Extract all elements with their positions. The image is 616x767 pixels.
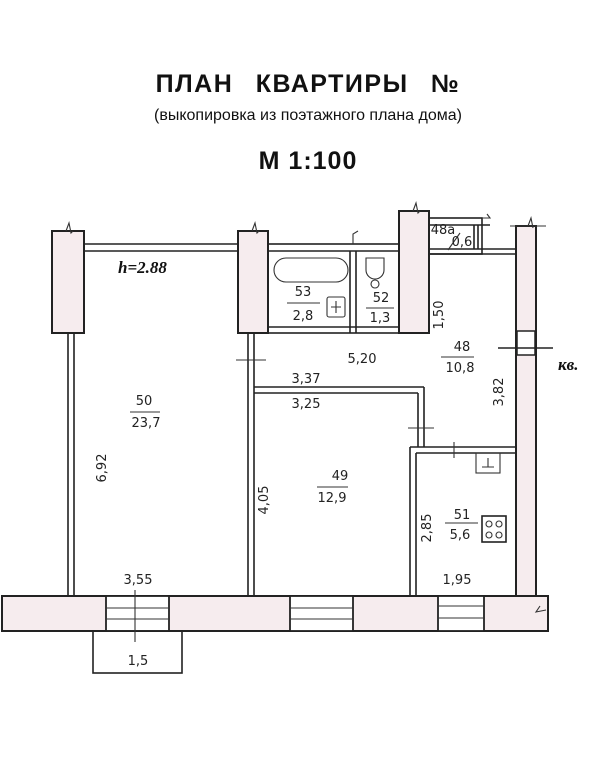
svg-text:49: 49 bbox=[332, 469, 349, 484]
dim-hall-length: 5,20 bbox=[348, 352, 377, 367]
dim-room49-width: 3,25 bbox=[292, 397, 321, 412]
entrance-door bbox=[516, 330, 536, 356]
sink-icon bbox=[326, 296, 346, 318]
room-51-label: 51 5,6 bbox=[445, 508, 478, 543]
dim-hall-width-top: 3,37 bbox=[292, 372, 321, 387]
break-mark-icon bbox=[412, 201, 421, 215]
svg-text:48: 48 bbox=[454, 340, 471, 355]
room-48-label: 48 10,8 bbox=[441, 340, 474, 376]
svg-text:52: 52 bbox=[373, 291, 390, 306]
room-53-label: 53 2,8 bbox=[287, 285, 320, 324]
room-50-label: 50 23,7 bbox=[130, 394, 160, 431]
window-room49 bbox=[289, 595, 354, 632]
dim-room49-height: 4,05 bbox=[257, 486, 272, 515]
svg-text:48а: 48а bbox=[431, 223, 456, 238]
dim-kitchen-height: 2,85 bbox=[420, 514, 435, 543]
window-room50 bbox=[105, 595, 170, 632]
room-49-label: 49 12,9 bbox=[317, 469, 348, 506]
balcony bbox=[92, 630, 183, 674]
window-kitchen bbox=[437, 595, 485, 632]
wall-pier-bath bbox=[398, 210, 430, 334]
svg-text:10,8: 10,8 bbox=[446, 361, 475, 376]
exterior-wall-bottom bbox=[1, 595, 549, 632]
svg-text:5,6: 5,6 bbox=[450, 528, 471, 543]
svg-text:12,9: 12,9 bbox=[318, 491, 347, 506]
wall-right bbox=[515, 225, 537, 597]
apartment-marker: кв. bbox=[558, 355, 578, 374]
dim-hall-right: 3,82 bbox=[492, 378, 507, 407]
dim-balcony-width: 1,5 bbox=[128, 654, 149, 669]
plan-title: ПЛАН КВАРТИРЫ № bbox=[155, 70, 461, 98]
plan-subtitle: (выкопировка из поэтажного плана дома) bbox=[154, 107, 462, 124]
dim-room50-width: 3,55 bbox=[124, 573, 153, 588]
plan-scale: М 1:100 bbox=[258, 147, 358, 175]
break-mark-icon bbox=[510, 216, 546, 229]
svg-text:23,7: 23,7 bbox=[132, 416, 161, 431]
dim-room50-height: 6,92 bbox=[95, 454, 110, 483]
break-mark-icon bbox=[65, 221, 74, 235]
wall-pier-left bbox=[51, 230, 85, 334]
svg-text:1,3: 1,3 bbox=[370, 311, 391, 326]
bathtub-icon bbox=[273, 257, 349, 283]
break-mark-icon bbox=[251, 221, 260, 235]
room-48a-label: 48а 0,6 bbox=[431, 223, 473, 250]
top-partition bbox=[84, 243, 238, 252]
svg-text:0,6: 0,6 bbox=[452, 235, 473, 250]
svg-text:51: 51 bbox=[454, 508, 471, 523]
svg-text:2,8: 2,8 bbox=[293, 309, 314, 324]
toilet-icon bbox=[365, 257, 385, 280]
svg-text:50: 50 bbox=[136, 394, 153, 409]
ceiling-height: h=2.88 bbox=[118, 258, 167, 277]
stove-icon bbox=[481, 515, 507, 543]
svg-text:53: 53 bbox=[295, 285, 312, 300]
room-52-label: 52 1,3 bbox=[366, 291, 394, 326]
dim-kitchen-width: 1,95 bbox=[443, 573, 472, 588]
wall-pier-middle bbox=[237, 230, 269, 334]
kitchen-sink-icon bbox=[475, 452, 501, 474]
dim-hall-depth: 1,50 bbox=[432, 301, 447, 330]
